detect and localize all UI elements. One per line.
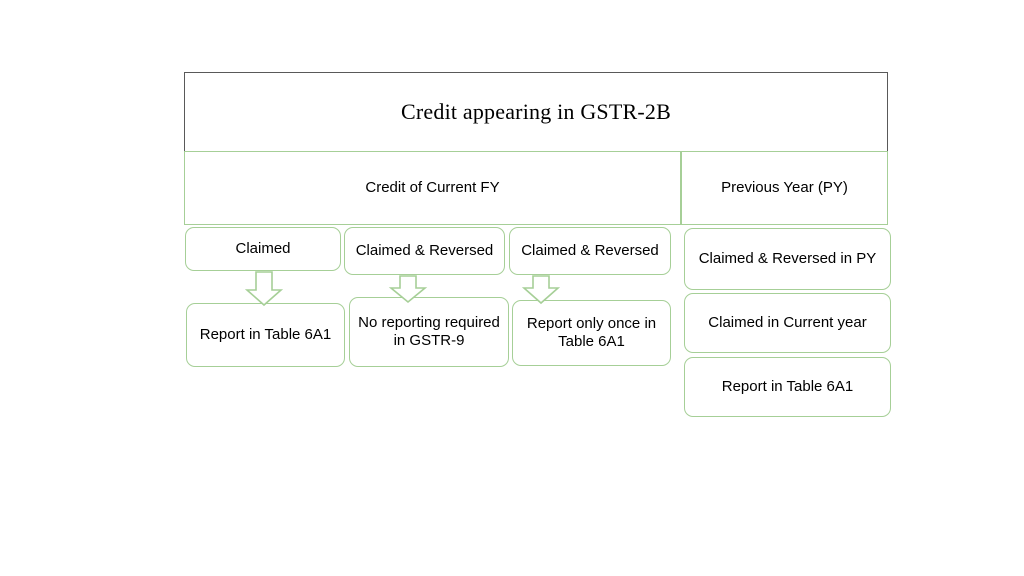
outcome-label-report-table-6a1: Report in Table 6A1 [199, 326, 332, 344]
outcome-label-report-only-once: Report only once in Table 6A1 [526, 315, 657, 350]
py-step-label-claimed-reversed-in-py: Claimed & Reversed in PY [698, 250, 877, 268]
outcome-label-no-reporting-required: No reporting required in GSTR-9 [358, 314, 500, 349]
condition-box-claimed-reversed-1: Claimed & Reversed [344, 227, 505, 275]
category-label-current-fy: Credit of Current FY [365, 179, 500, 197]
arrow-reversed-to-report-once [521, 275, 561, 305]
condition-label-claimed-reversed-1: Claimed & Reversed [355, 242, 494, 260]
condition-box-claimed: Claimed [185, 227, 341, 271]
py-step-label-claimed-in-current-year: Claimed in Current year [708, 314, 867, 332]
py-step-box-claimed-reversed-in-py: Claimed & Reversed in PY [684, 228, 891, 290]
condition-label-claimed: Claimed [235, 240, 291, 258]
condition-box-claimed-reversed-2: Claimed & Reversed [509, 227, 671, 275]
py-step-box-report-in-table-6a1: Report in Table 6A1 [684, 357, 891, 417]
outcome-box-report-table-6a1: Report in Table 6A1 [186, 303, 345, 367]
diagram-title-box: Credit appearing in GSTR-2B [184, 72, 888, 152]
condition-label-claimed-reversed-2: Claimed & Reversed [521, 242, 659, 260]
category-label-previous-year: Previous Year (PY) [721, 179, 848, 197]
arrow-claimed-to-report [244, 271, 284, 307]
outcome-box-report-only-once: Report only once in Table 6A1 [512, 300, 671, 366]
category-box-previous-year: Previous Year (PY) [681, 151, 888, 225]
category-box-current-fy: Credit of Current FY [184, 151, 681, 225]
py-step-label-report-in-table-6a1: Report in Table 6A1 [721, 378, 854, 396]
outcome-box-no-reporting-required: No reporting required in GSTR-9 [349, 297, 509, 367]
diagram-title-label: Credit appearing in GSTR-2B [401, 99, 671, 125]
py-step-box-claimed-in-current-year: Claimed in Current year [684, 293, 891, 353]
